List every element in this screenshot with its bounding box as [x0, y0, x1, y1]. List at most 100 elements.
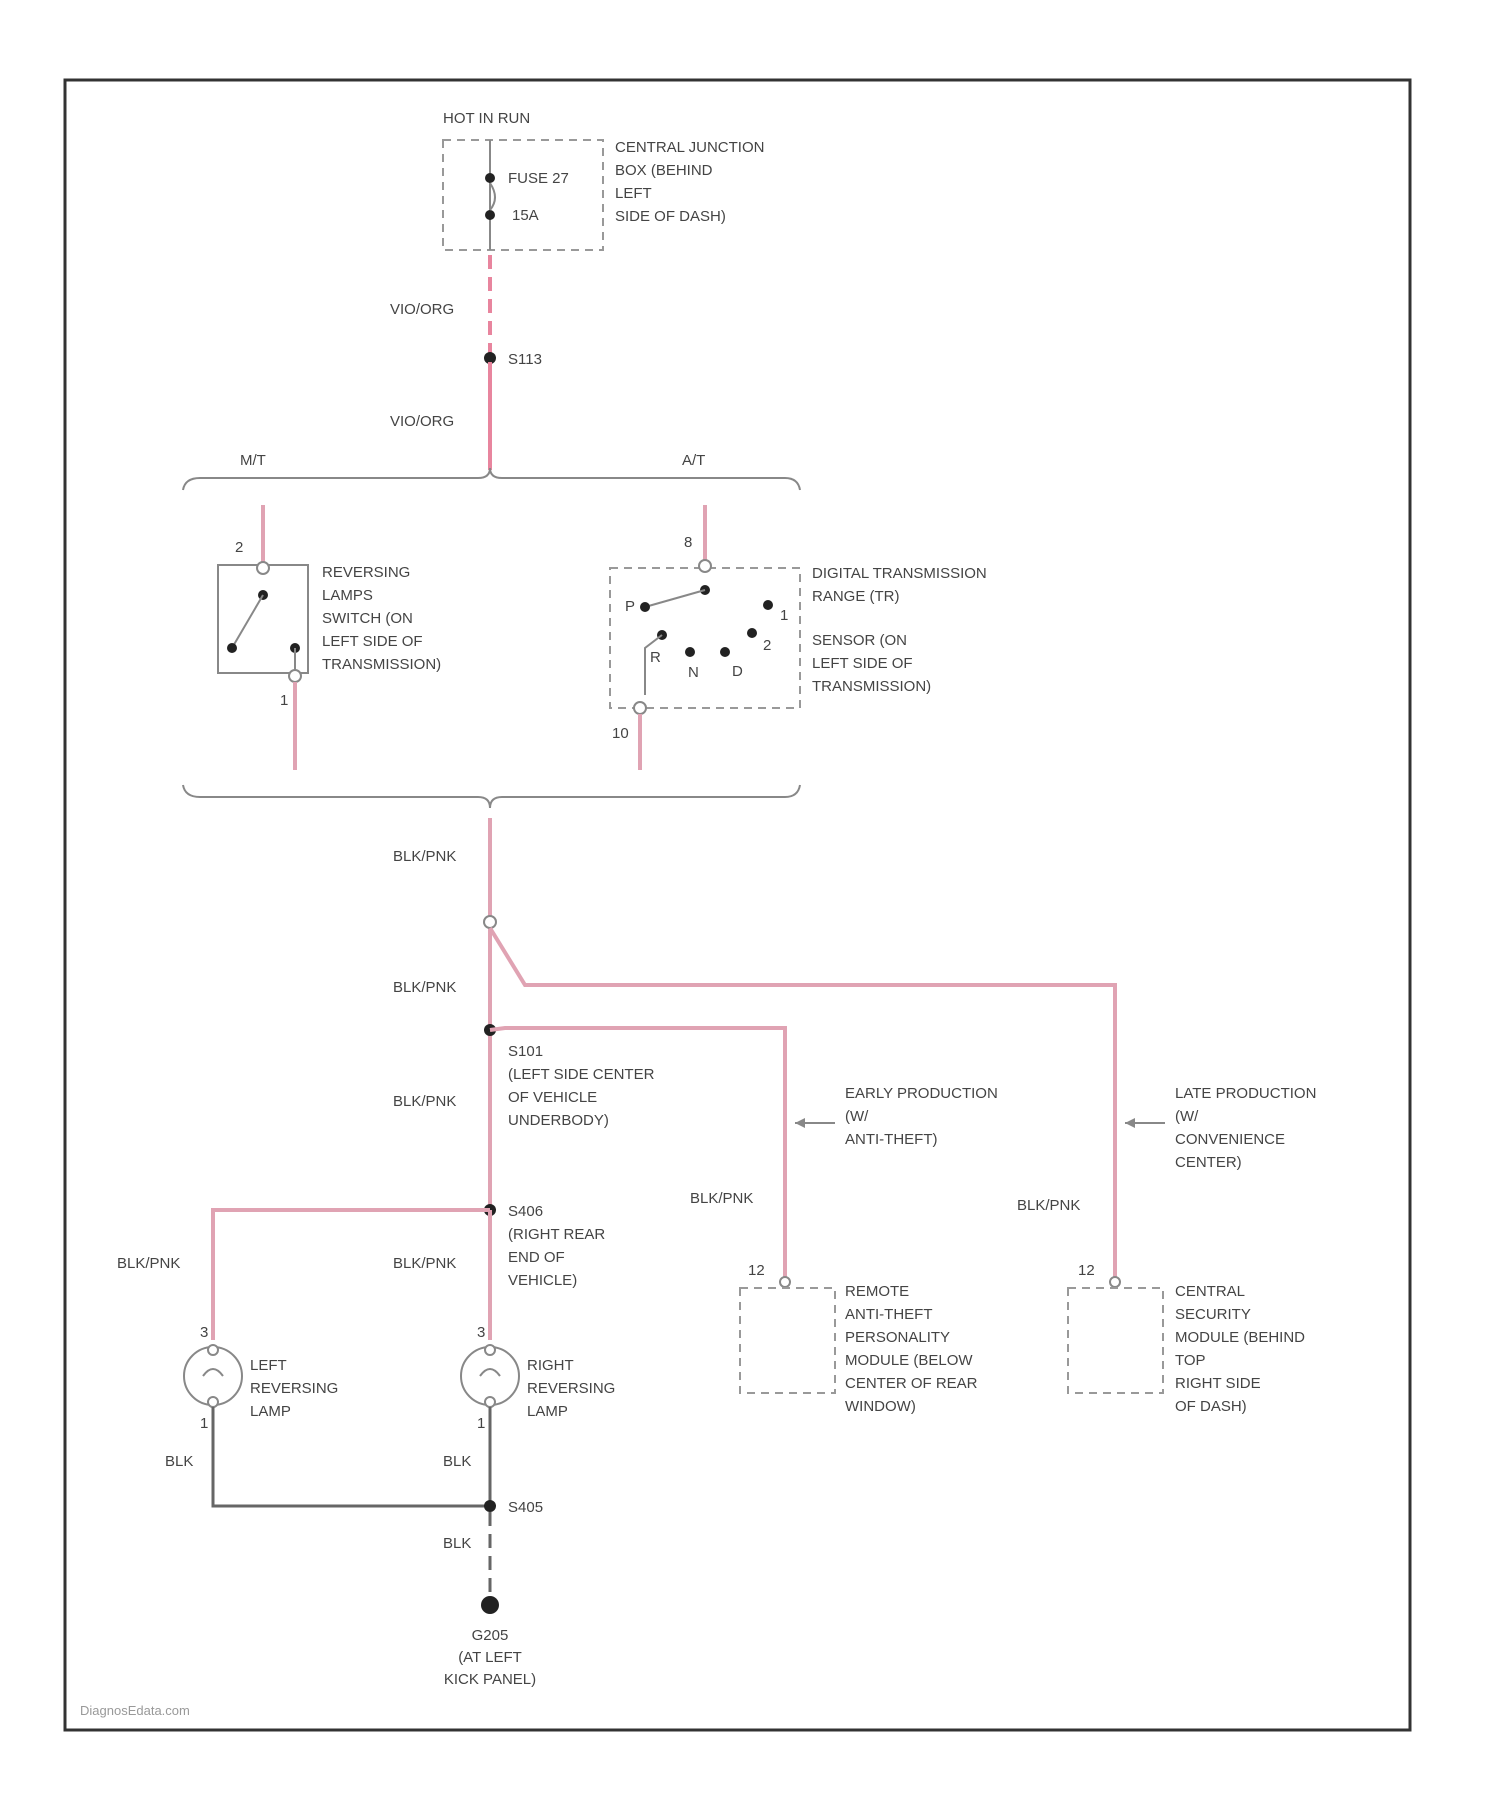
- rev-switch-label-3: SWITCH (ON: [322, 610, 413, 627]
- rev-switch-pivot: [227, 643, 237, 653]
- dtr-pin-bottom: 10: [612, 725, 629, 742]
- dtr-label-4: LEFT SIDE OF: [812, 655, 913, 672]
- rev-switch-pin-top: 2: [235, 539, 243, 556]
- left-lamp-pin-top: 3: [200, 1324, 208, 1341]
- ground-label-1: G205: [472, 1627, 509, 1644]
- right-lamp-terminal-bottom: [485, 1397, 495, 1407]
- dtr-terminal-top: [699, 560, 711, 572]
- rev-switch-label-1: REVERSING: [322, 564, 410, 581]
- dtr-contact-d: [720, 647, 730, 657]
- dtr-contact-n: [685, 647, 695, 657]
- splice-s405-dot: [484, 1500, 496, 1512]
- connector-branch: [484, 916, 496, 928]
- splice-s101-label-1: S101: [508, 1043, 543, 1060]
- remote-module-label-5: CENTER OF REAR: [845, 1375, 978, 1392]
- left-lamp-label-3: LAMP: [250, 1403, 291, 1420]
- rev-switch-terminal-bottom: [289, 670, 301, 682]
- central-module-label-3: MODULE (BEHIND: [1175, 1329, 1305, 1346]
- wire-blk-label-1: BLK: [165, 1453, 193, 1470]
- ground-g205-icon: [481, 1596, 499, 1614]
- wire-vio-org-label-1: VIO/ORG: [390, 301, 454, 318]
- early-note-arrowhead: [795, 1118, 805, 1128]
- central-module-label-5: RIGHT SIDE: [1175, 1375, 1261, 1392]
- dtr-pin-top: 8: [684, 534, 692, 551]
- fuse-label: FUSE 27: [508, 170, 569, 187]
- dtr-label-2: RANGE (TR): [812, 588, 900, 605]
- rev-switch-label-4: LEFT SIDE OF: [322, 633, 423, 650]
- wire-blk-label-3: BLK: [443, 1535, 471, 1552]
- at-label: A/T: [682, 452, 705, 469]
- dtr-terminal-bottom: [634, 702, 646, 714]
- diagram-frame: [65, 80, 1410, 1730]
- right-lamp-pin-bottom: 1: [477, 1415, 485, 1432]
- late-production-label-4: CENTER): [1175, 1154, 1242, 1171]
- right-lamp-label-3: LAMP: [527, 1403, 568, 1420]
- option-brace-top: [183, 468, 800, 490]
- dtr-pos-2: 2: [763, 637, 771, 654]
- left-lamp-feed: [213, 1210, 490, 1340]
- central-module-label-2: SECURITY: [1175, 1306, 1251, 1323]
- splice-s406-label-1: S406: [508, 1203, 543, 1220]
- dtr-pos-p: P: [625, 598, 635, 615]
- remote-module-label-3: PERSONALITY: [845, 1329, 950, 1346]
- central-junction-label-4: SIDE OF DASH): [615, 208, 726, 225]
- splice-s101-label-4: UNDERBODY): [508, 1112, 609, 1129]
- dtr-pos-n: N: [688, 664, 699, 681]
- rev-switch-label-5: TRANSMISSION): [322, 656, 441, 673]
- wire-blk-pnk-label-7: BLK/PNK: [393, 1255, 456, 1272]
- right-lamp-filament: [480, 1369, 500, 1376]
- left-lamp-label-2: REVERSING: [250, 1380, 338, 1397]
- rev-switch-label-2: LAMPS: [322, 587, 373, 604]
- central-module-terminal: [1110, 1277, 1120, 1287]
- option-brace-bottom: [183, 785, 800, 808]
- wire-blk-pnk-label-3: BLK/PNK: [393, 1093, 456, 1110]
- left-lamp-label-1: LEFT: [250, 1357, 287, 1374]
- splice-s406-label-4: VEHICLE): [508, 1272, 577, 1289]
- rev-switch-blade: [232, 595, 263, 648]
- late-note-arrowhead: [1125, 1118, 1135, 1128]
- dtr-pos-r: R: [650, 649, 661, 666]
- dtr-wiper: [645, 590, 705, 607]
- left-lamp-filament: [203, 1369, 223, 1376]
- dtr-contact-1: [763, 600, 773, 610]
- right-lamp-pin-top: 3: [477, 1324, 485, 1341]
- wire-blk-label-2: BLK: [443, 1453, 471, 1470]
- late-production-label-2: (W/: [1175, 1108, 1199, 1125]
- ground-label-3: KICK PANEL): [444, 1671, 536, 1688]
- dtr-pos-1: 1: [780, 607, 788, 624]
- early-production-label-3: ANTI-THEFT): [845, 1131, 937, 1148]
- splice-s101-label-2: (LEFT SIDE CENTER: [508, 1066, 655, 1083]
- dtr-label-3: SENSOR (ON: [812, 632, 907, 649]
- wire-blk-pnk-label-2: BLK/PNK: [393, 979, 456, 996]
- early-production-label-1: EARLY PRODUCTION: [845, 1085, 998, 1102]
- left-lamp-pin-bottom: 1: [200, 1415, 208, 1432]
- splice-s113-label: S113: [508, 351, 542, 368]
- central-junction-label-3: LEFT: [615, 185, 652, 202]
- left-lamp-terminal-top: [208, 1345, 218, 1355]
- dtr-contact-2: [747, 628, 757, 638]
- wire-vio-org-label-2: VIO/ORG: [390, 413, 454, 430]
- dtr-label-1: DIGITAL TRANSMISSION: [812, 565, 987, 582]
- central-junction-box: [443, 140, 603, 250]
- wire-blk-pnk-label-1: BLK/PNK: [393, 848, 456, 865]
- rev-switch-terminal-top: [257, 562, 269, 574]
- left-lamp-terminal-bottom: [208, 1397, 218, 1407]
- right-lamp-label-2: REVERSING: [527, 1380, 615, 1397]
- splice-s406-label-2: (RIGHT REAR: [508, 1226, 605, 1243]
- dtr-contact-p: [640, 602, 650, 612]
- fuse-terminal-bottom: [485, 210, 495, 220]
- fuse-amp-label: 15A: [512, 207, 539, 224]
- early-production-label-2: (W/: [845, 1108, 869, 1125]
- rev-switch-pin-bottom: 1: [280, 692, 288, 709]
- hot-in-run-label: HOT IN RUN: [443, 110, 530, 127]
- mt-label: M/T: [240, 452, 266, 469]
- right-lamp-terminal-top: [485, 1345, 495, 1355]
- central-junction-label-2: BOX (BEHIND: [615, 162, 713, 179]
- wire-blk-pnk-label-4: BLK/PNK: [690, 1190, 753, 1207]
- splice-s405-label: S405: [508, 1499, 543, 1516]
- watermark: DiagnosEdata.com: [80, 1703, 190, 1718]
- dtr-pos-d: D: [732, 663, 743, 680]
- right-lamp-label-1: RIGHT: [527, 1357, 574, 1374]
- remote-anti-theft-module: [740, 1288, 835, 1393]
